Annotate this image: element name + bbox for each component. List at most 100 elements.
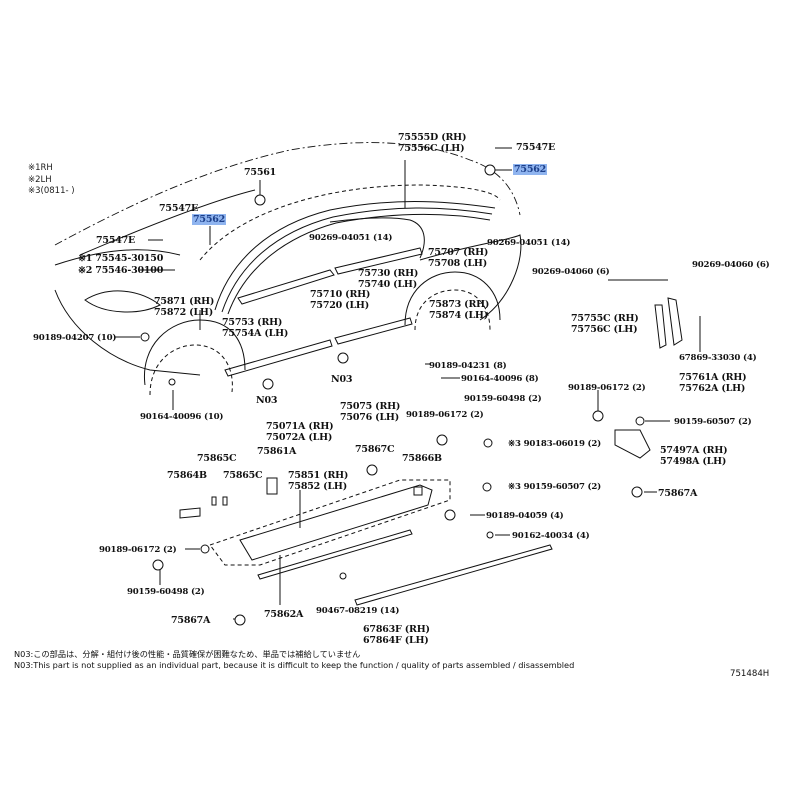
clip-75561 — [254, 194, 266, 206]
part-label-75710[interactable]: 75710 (RH) — [310, 289, 371, 300]
part-label-75866b[interactable]: 75866B — [402, 453, 442, 464]
front-wheel — [149, 344, 233, 396]
part-label-75756c[interactable]: 75756C (LH) — [571, 324, 638, 335]
bracket-57497a — [614, 429, 651, 459]
pad-75864b — [179, 507, 201, 519]
part-label-75545[interactable]: ※1 75545-30150 — [78, 253, 164, 264]
legend-item-date: ※3(0811- ) — [28, 186, 75, 196]
part-label-90159-60498-c[interactable]: 90159-60498 (2) — [464, 394, 542, 404]
rocker-molding-rear — [334, 317, 413, 345]
part-label-75754a[interactable]: 75754A (LH) — [222, 328, 289, 339]
part-label-90189-04207[interactable]: 90189-04207 (10) — [33, 333, 117, 343]
part-label-90189-06172-c[interactable]: 90189-06172 (2) — [406, 410, 484, 420]
part-label-90189-04231[interactable]: 90189-04231 (8) — [429, 361, 507, 371]
part-label-75547e-b[interactable]: 75547E — [96, 235, 136, 246]
part-label-n03-a[interactable]: N03 — [256, 395, 278, 406]
part-label-75867a-r[interactable]: 75867A — [658, 488, 698, 499]
rear-wheel-arch — [404, 271, 501, 326]
part-label-75872[interactable]: 75872 (LH) — [154, 307, 214, 318]
part-label-75865c-a[interactable]: 75865C — [197, 453, 237, 464]
part-label-75547e-top[interactable]: 75547E — [516, 142, 556, 153]
part-label-90269-04060-b[interactable]: 90269-04060 (6) — [692, 260, 770, 270]
belt-molding-front — [237, 269, 335, 305]
part-label-75071a[interactable]: 75071A (RH) — [266, 421, 334, 432]
nut-90183 — [483, 438, 493, 448]
part-label-75740[interactable]: 75740 (LH) — [358, 279, 418, 290]
part-label-90269-04051-b[interactable]: 90269-04051 (14) — [487, 238, 571, 248]
clip-75867a-l — [234, 614, 246, 626]
part-label-75851[interactable]: 75851 (RH) — [288, 470, 349, 481]
part-label-75556c[interactable]: 75556C (LH) — [398, 143, 465, 154]
part-label-75761a[interactable]: 75761A (RH) — [679, 372, 747, 383]
part-label-67869-33030[interactable]: 67869-33030 (4) — [679, 353, 757, 363]
clip-90189-06172-l — [200, 544, 210, 554]
part-label-90269-04060-a[interactable]: 90269-04060 (6) — [532, 267, 610, 277]
part-label-75753[interactable]: 75753 (RH) — [222, 317, 283, 328]
clip-75867c — [366, 464, 378, 476]
part-label-75874[interactable]: 75874 (LH) — [429, 310, 489, 321]
part-label-90189-06172-r[interactable]: 90189-06172 (2) — [568, 383, 646, 393]
pad-75865c-a — [211, 496, 217, 506]
part-label-75862a[interactable]: 75862A — [264, 609, 304, 620]
clip-90467 — [339, 572, 347, 580]
clip-90189-06172-c — [436, 434, 448, 446]
part-label-75075[interactable]: 75075 (RH) — [340, 401, 401, 412]
part-label-75562-highlighted-top[interactable]: 75562 — [513, 164, 548, 175]
part-label-90159-60498-l[interactable]: 90159-60498 (2) — [127, 587, 205, 597]
part-label-75707[interactable]: 75707 (RH) — [428, 247, 489, 258]
part-label-90269-04051-a[interactable]: 90269-04051 (14) — [309, 233, 393, 243]
part-label-90183-06019[interactable]: ※3 90183-06019 (2) — [508, 439, 602, 449]
rocker-panel — [239, 484, 433, 561]
part-label-75555d[interactable]: 75555D (RH) — [398, 132, 467, 143]
part-label-75730[interactable]: 75730 (RH) — [358, 268, 419, 279]
part-label-90189-06172-l[interactable]: 90189-06172 (2) — [99, 545, 177, 555]
part-label-75867a-l[interactable]: 75867A — [171, 615, 211, 626]
part-label-75561[interactable]: 75561 — [244, 167, 277, 178]
screw-90164-40096-10 — [168, 378, 176, 386]
part-label-75873[interactable]: 75873 (RH) — [429, 299, 490, 310]
part-label-75852[interactable]: 75852 (LH) — [288, 481, 348, 492]
part-label-75762a[interactable]: 75762A (LH) — [679, 383, 746, 394]
legend-item-rh: ※1RH — [28, 163, 53, 173]
note-n03-english: N03:This part is not supplied as an indi… — [14, 660, 575, 670]
part-label-75864b[interactable]: 75864B — [167, 470, 207, 481]
part-label-75755c[interactable]: 75755C (RH) — [571, 313, 639, 324]
legend: ※1RH ※2LH ※3(0811- ) — [28, 163, 75, 198]
pad-75865c-b — [222, 496, 228, 506]
part-label-57498a[interactable]: 57498A (LH) — [660, 456, 727, 467]
clip-75866b — [413, 486, 423, 496]
part-label-75562-highlighted-left[interactable]: 75562 — [192, 214, 227, 225]
part-label-75867c[interactable]: 75867C — [355, 444, 395, 455]
part-label-75871[interactable]: 75871 (RH) — [154, 296, 215, 307]
part-label-75865c-b[interactable]: 75865C — [223, 470, 263, 481]
part-label-75720[interactable]: 75720 (LH) — [310, 300, 370, 311]
part-label-90467-08219[interactable]: 90467-08219 (14) — [316, 606, 400, 616]
rocker-molding-front — [224, 339, 333, 377]
part-label-75072a[interactable]: 75072A (LH) — [266, 432, 333, 443]
part-label-75546[interactable]: ※2 75546-30100 — [78, 265, 164, 276]
part-label-90164-40096-8[interactable]: 90164-40096 (8) — [461, 374, 539, 384]
part-label-67864f[interactable]: 67864F (LH) — [363, 635, 429, 646]
part-label-90162-40034[interactable]: 90162-40034 (4) — [512, 531, 590, 541]
side-molding-67863f — [354, 544, 553, 606]
part-label-75547e-a[interactable]: 75547E — [159, 203, 199, 214]
part-label-75076[interactable]: 75076 (LH) — [340, 412, 400, 423]
part-label-90159-60507-c[interactable]: ※3 90159-60507 (2) — [508, 482, 602, 492]
clip-90189-06172-r — [592, 410, 604, 422]
part-label-90164-40096-10[interactable]: 90164-40096 (10) — [140, 412, 224, 422]
mudguard-75761a — [667, 297, 683, 346]
part-label-57497a[interactable]: 57497A (RH) — [660, 445, 728, 456]
part-label-90159-60507-r[interactable]: 90159-60507 (2) — [674, 417, 752, 427]
note-n03-japanese: N03:この部品は、分解・組付け後の性能・品質確保が困難なため、単品では補給して… — [14, 649, 361, 659]
body-side-upper — [79, 189, 256, 256]
part-label-67863f[interactable]: 67863F (RH) — [363, 624, 430, 635]
part-label-75708[interactable]: 75708 (LH) — [428, 258, 488, 269]
part-label-75861a[interactable]: 75861A — [257, 446, 297, 457]
clip-75867a-r — [631, 486, 643, 498]
mudguard-75755c — [654, 304, 667, 349]
part-label-90189-04059[interactable]: 90189-04059 (4) — [486, 511, 564, 521]
clip-90189-04059 — [444, 509, 456, 521]
part-label-n03-b[interactable]: N03 — [331, 374, 353, 385]
headlamp — [84, 290, 161, 313]
